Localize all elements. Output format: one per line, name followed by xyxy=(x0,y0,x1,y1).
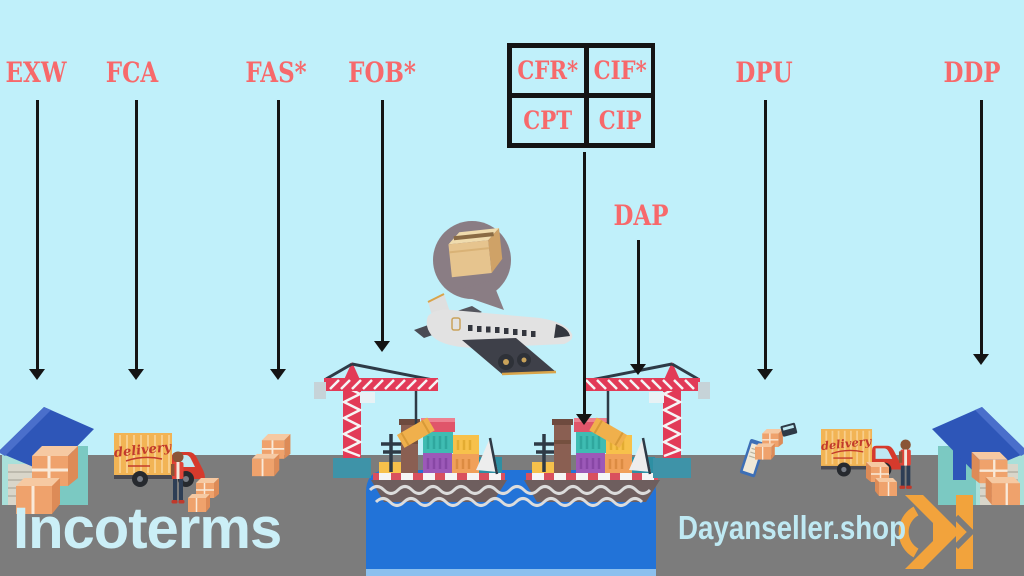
term-dap: DAP xyxy=(613,199,669,232)
cfr-group-arrow xyxy=(582,152,586,415)
c-terms-grid: CFR* CIF* CPT CIP xyxy=(507,43,655,148)
exw-arrow xyxy=(35,100,39,370)
airplane-icon xyxy=(414,293,573,376)
ddp-arrow xyxy=(979,100,983,355)
term-fas: FAS* xyxy=(245,56,307,89)
fca-arrow xyxy=(134,100,138,370)
term-fob: FOB* xyxy=(348,56,416,89)
term-exw: EXW xyxy=(5,56,67,89)
brand-name: Dayanseller.shop xyxy=(678,509,907,546)
ground xyxy=(0,455,1024,576)
fob-arrow xyxy=(380,100,384,342)
page-title: Incoterms xyxy=(13,496,282,561)
delivery-truck-origin-icon xyxy=(112,432,206,488)
grid-cell-cpt: CPT xyxy=(512,98,584,143)
term-dpu: DPU xyxy=(735,56,793,89)
brand-logo xyxy=(898,495,976,569)
term-ddp: DDP xyxy=(943,56,1001,89)
dpu-arrow xyxy=(763,100,767,370)
dap-arrow xyxy=(636,240,640,365)
grid-cell-cip: CIP xyxy=(588,98,651,143)
fas-arrow xyxy=(276,100,280,370)
waves xyxy=(368,485,652,507)
term-fca: FCA xyxy=(105,56,159,89)
grid-cell-cif: CIF* xyxy=(588,48,651,93)
parcel-pin-icon xyxy=(433,221,511,310)
grid-cell-cfr: CFR* xyxy=(512,48,584,93)
handover-station-icon xyxy=(739,422,798,478)
